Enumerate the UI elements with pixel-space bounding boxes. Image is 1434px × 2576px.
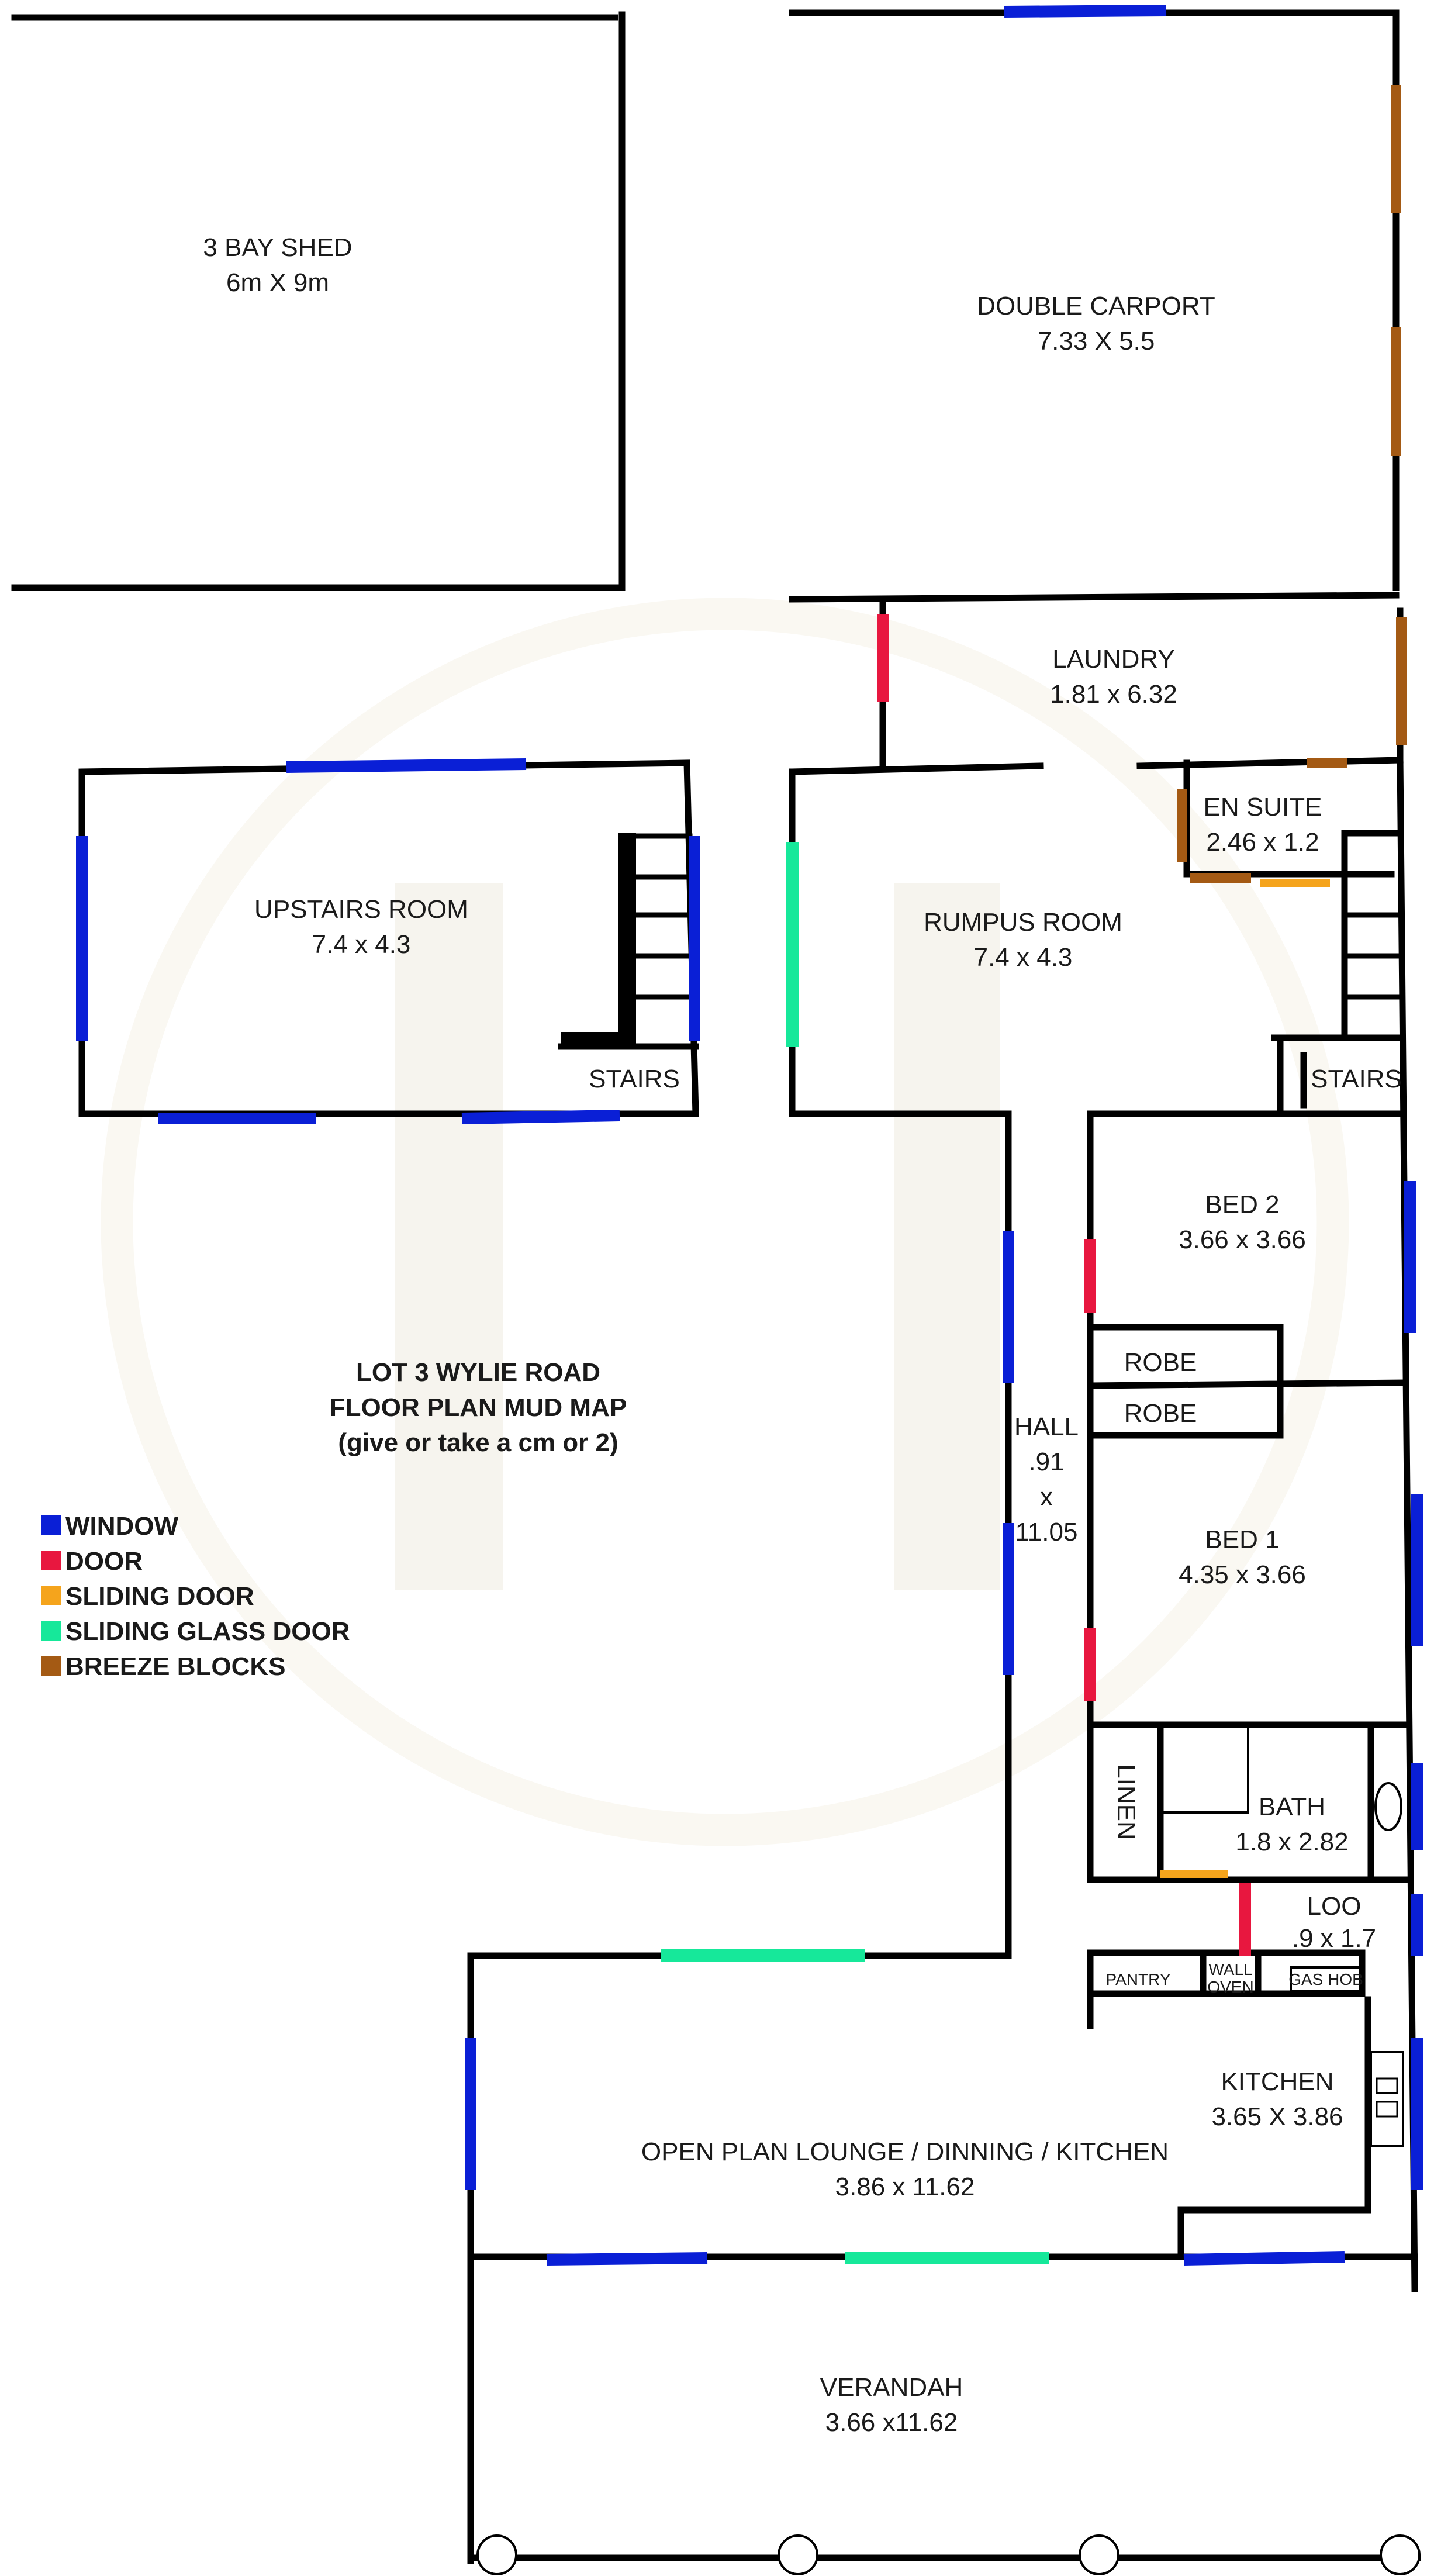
sink-bowl-icon [1376, 2077, 1398, 2094]
legend-swatch-door [41, 1551, 61, 1570]
stairs-right-label: STAIRS [1311, 1065, 1402, 1093]
shed-name: 3 BAY SHED [203, 233, 352, 262]
wall-oven-line1: WALL [1208, 1960, 1252, 1978]
window [286, 758, 527, 773]
carport-name: DOUBLE CARPORT [977, 292, 1215, 320]
legend-swatch-window [41, 1515, 61, 1535]
bed2-size: 3.66 x 3.66 [1179, 1225, 1306, 1254]
legend-label-door: DOOR [65, 1547, 143, 1576]
window [1004, 5, 1167, 18]
rumpus-room-name: RUMPUS ROOM [924, 908, 1122, 937]
bed1-name: BED 1 [1205, 1525, 1279, 1554]
breeze-blocks [1177, 85, 1407, 883]
linen-label: LINEN [1112, 1764, 1141, 1840]
hall-name: HALL [1014, 1413, 1079, 1441]
windows [76, 5, 1423, 2266]
verandah-posts [476, 2534, 1421, 2575]
watermark-logo [101, 598, 1349, 1846]
window [461, 1110, 620, 1124]
loo-size: .9 x 1.7 [1292, 1924, 1376, 1953]
loo-name: LOO [1307, 1892, 1362, 1921]
hall-dim2: x [1040, 1483, 1053, 1511]
lounge-size: 3.86 x 11.62 [835, 2173, 975, 2201]
legend-label-window: WINDOW [65, 1512, 179, 1541]
lounge-name: OPEN PLAN LOUNGE / DINNING / KITCHEN [641, 2138, 1169, 2166]
legend-swatch-sliding-door [41, 1586, 61, 1605]
shed-outline [11, 11, 626, 591]
plan-title: LOT 3 WYLIE ROAD [356, 1358, 600, 1387]
ensuite-size: 2.46 x 1.2 [1206, 828, 1319, 857]
bed1-size: 4.35 x 3.66 [1179, 1560, 1306, 1589]
window [1183, 2251, 1345, 2266]
hall-dim1: .91 [1028, 1448, 1064, 1476]
post-icon [778, 2534, 818, 2575]
gas-hob-label: GAS HOB [1288, 1970, 1363, 1988]
walls [11, 9, 1421, 2564]
window [546, 2252, 708, 2266]
upstairs-stair-landing [561, 1032, 636, 1044]
post-icon [1380, 2534, 1421, 2575]
east-wall [1397, 757, 1418, 2292]
gas-hob-box [1290, 1966, 1362, 1992]
shed-size: 6m X 9m [226, 268, 329, 297]
carport-size: 7.33 X 5.5 [1038, 327, 1155, 355]
hall-dim3: 11.05 [1015, 1518, 1078, 1546]
verandah-size: 3.66 x11.62 [825, 2408, 958, 2437]
wall-oven-line2: OVEN [1207, 1978, 1253, 1996]
legend-label-sliding-door: SLIDING DOOR [65, 1582, 254, 1611]
basin-icon [1374, 1782, 1402, 1831]
bath-walls [1087, 1721, 1414, 1883]
kitchen-size: 3.65 X 3.86 [1211, 2102, 1343, 2131]
bed2-name: BED 2 [1205, 1190, 1279, 1219]
upstairs-room-size: 7.4 x 4.3 [312, 930, 411, 959]
upstairs-stair-stringer [618, 833, 636, 1038]
legend-label-breeze-blocks: BREEZE BLOCKS [65, 1652, 285, 1681]
upstairs-stair-treads [623, 833, 693, 1000]
bath-name: BATH [1259, 1793, 1325, 1821]
upstairs-room-name: UPSTAIRS ROOM [254, 895, 468, 924]
sink-icon [1370, 2051, 1404, 2147]
sliding-doors [1160, 879, 1330, 1878]
stairs-left-label: STAIRS [589, 1065, 680, 1093]
laundry-name: LAUNDRY [1052, 645, 1174, 674]
legend-swatch-sliding-glass-door [41, 1621, 61, 1641]
sink-bowl-icon-2 [1376, 2101, 1398, 2118]
legend: WINDOW DOOR SLIDING DOOR SLIDING GLASS D… [41, 1512, 350, 1681]
robe1-label: ROBE [1124, 1348, 1197, 1377]
doors [877, 614, 1251, 1956]
bath-size: 1.8 x 2.82 [1235, 1828, 1348, 1856]
verandah-name: VERANDAH [820, 2373, 963, 2402]
post-icon [476, 2534, 517, 2575]
stair-treads-right [1342, 912, 1400, 1000]
legend-swatch-breeze-blocks [41, 1656, 61, 1676]
pantry-label: PANTRY [1106, 1970, 1171, 1988]
kitchen-name: KITCHEN [1221, 2067, 1333, 2096]
bedroom-walls [1087, 1110, 1407, 1883]
ensuite-name: EN SUITE [1204, 793, 1322, 821]
post-icon [1079, 2534, 1119, 2575]
sliding-glass-doors [661, 842, 1049, 2264]
stairs-right-box [1271, 1034, 1404, 1117]
rumpus-room-size: 7.4 x 4.3 [974, 943, 1073, 972]
laundry-size: 1.81 x 6.32 [1050, 680, 1177, 709]
legend-label-sliding-glass-door: SLIDING GLASS DOOR [65, 1617, 350, 1646]
robe2-label: ROBE [1124, 1399, 1197, 1428]
bath-tub [1159, 1726, 1249, 1814]
plan-note: (give or take a cm or 2) [338, 1428, 618, 1457]
plan-subtitle: FLOOR PLAN MUD MAP [330, 1393, 627, 1422]
